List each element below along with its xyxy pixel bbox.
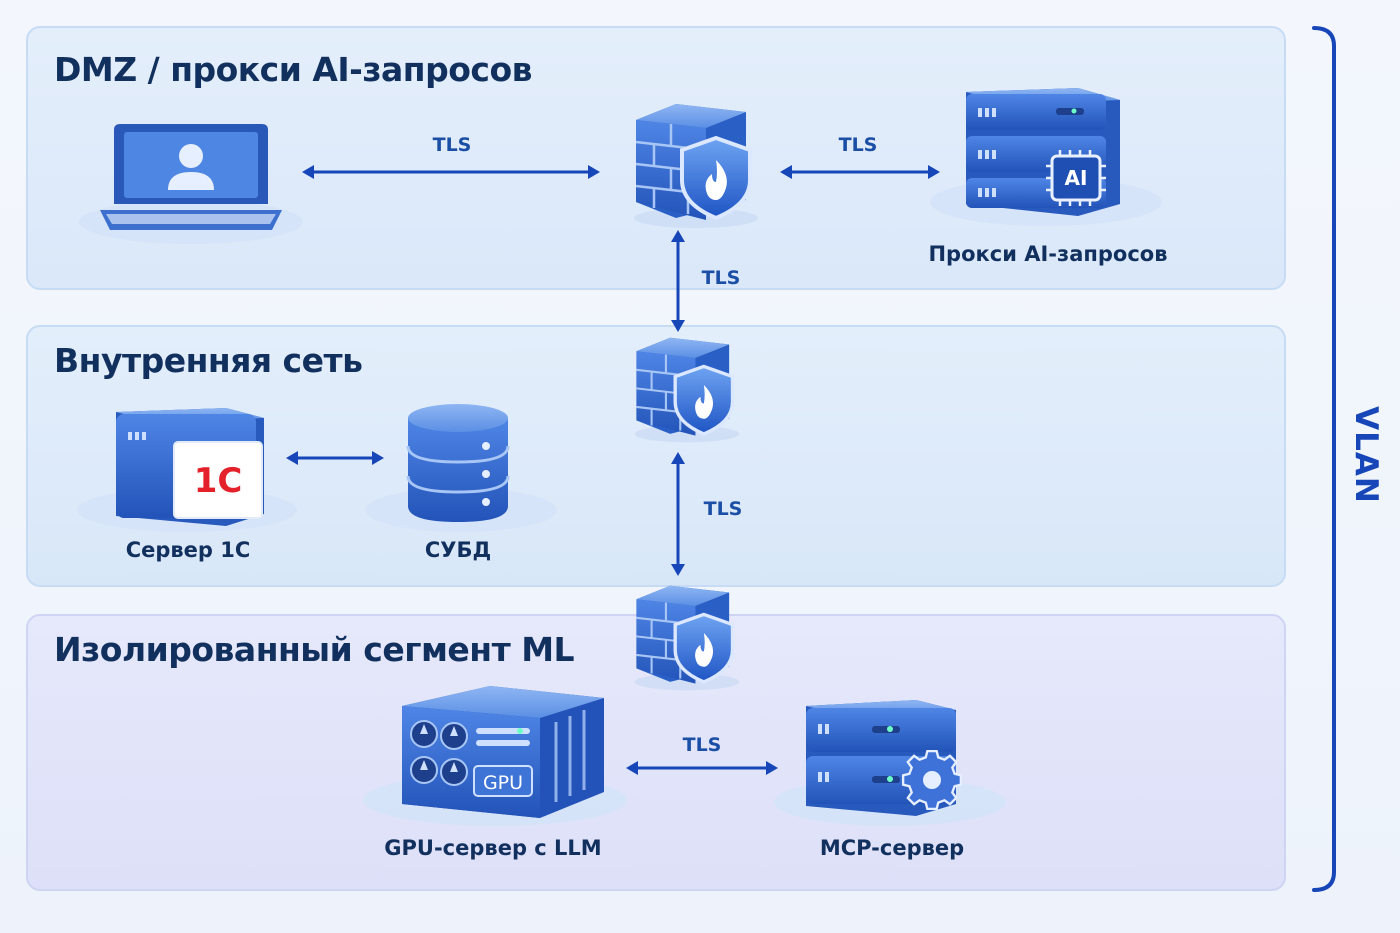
- tls-label-firewall-proxy: TLS: [838, 134, 878, 156]
- laptop-icon: [79, 124, 303, 244]
- zone-title-internal: Внутренняя сеть: [54, 341, 363, 380]
- server-1c-icon: 1С: [77, 408, 297, 532]
- arrow-dmz-internal: [671, 230, 685, 332]
- firewall-ml-icon: [628, 574, 746, 692]
- ai-chip: AI: [1046, 150, 1106, 206]
- firewall-internal-icon: [628, 326, 746, 444]
- tls-label-laptop-firewall: TLS: [432, 134, 472, 156]
- tls-label-dmz-internal: TLS: [701, 267, 741, 289]
- gpu-badge: GPU: [483, 772, 523, 794]
- gear-icon: [901, 749, 963, 811]
- arrow-internal-ml: [671, 452, 685, 576]
- arrow-gpu-mcp: [626, 761, 778, 775]
- proxy-label: Прокси AI-запросов: [928, 242, 1168, 266]
- dbms-label: СУБД: [424, 538, 492, 562]
- ai-badge: AI: [1065, 166, 1088, 190]
- arrow-1c-dbms: [286, 451, 384, 465]
- server-1c-label: Сервер 1С: [125, 538, 251, 562]
- mcp-server-icon: [774, 700, 1006, 826]
- vlan-bracket: [1312, 26, 1336, 892]
- firewall-dmz-icon: [626, 90, 766, 230]
- gpu-server-icon: GPU: [363, 686, 627, 826]
- logo-1c: 1С: [194, 461, 243, 501]
- zone-title-ml: Изолированный сегмент ML: [54, 630, 575, 669]
- proxy-server-icon: AI: [930, 88, 1162, 226]
- dbms-icon: [365, 404, 557, 532]
- tls-label-internal-ml: TLS: [703, 498, 743, 520]
- vlan-label: VLAN: [1348, 406, 1384, 504]
- gpu-server-label: GPU-сервер с LLM: [384, 836, 602, 860]
- mcp-server-label: MCP-сервер: [819, 836, 965, 860]
- arrow-firewall-proxy: [780, 165, 940, 179]
- tls-label-gpu-mcp: TLS: [682, 734, 722, 756]
- arrow-laptop-firewall: [302, 165, 600, 179]
- zone-title-dmz: DMZ / прокси AI-запросов: [54, 50, 533, 89]
